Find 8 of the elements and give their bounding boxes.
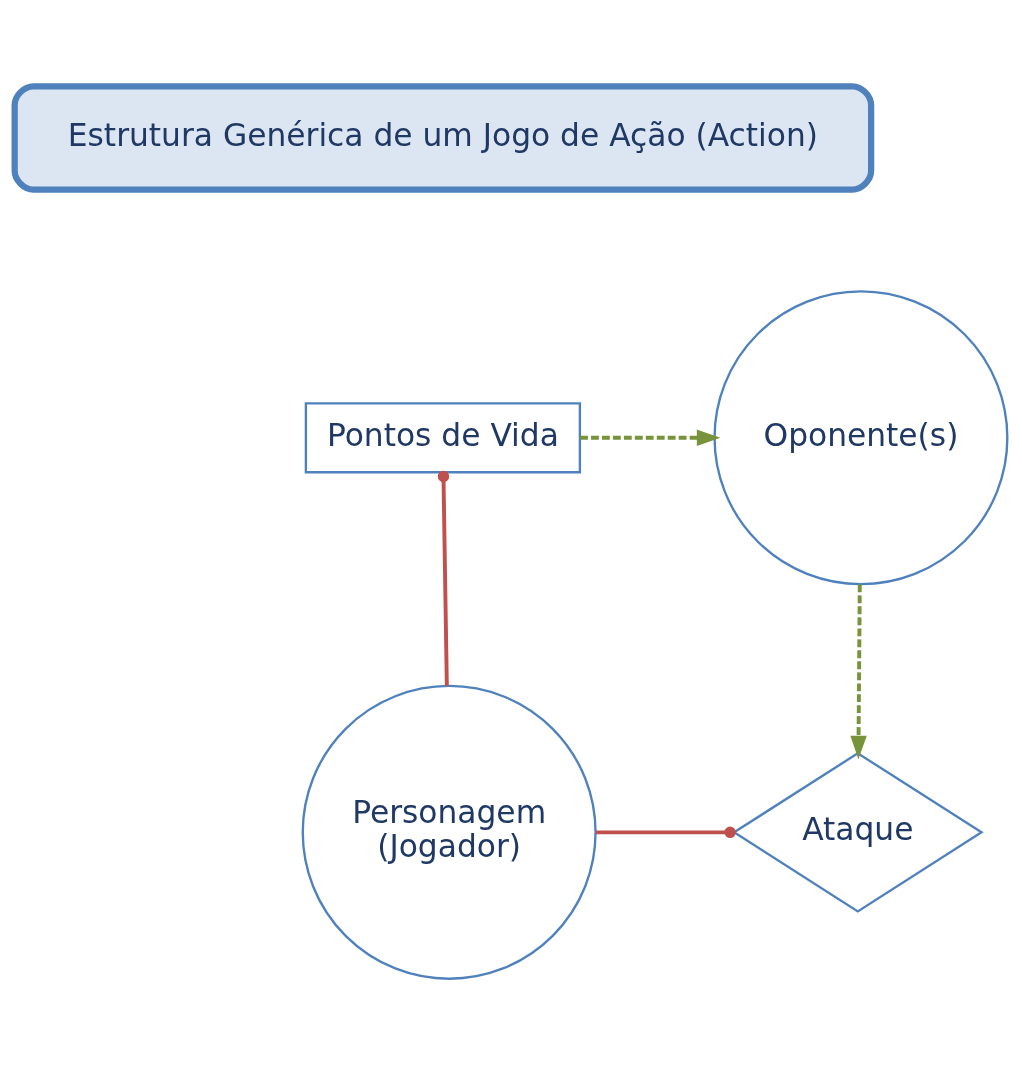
connector [437,470,450,686]
connector [595,826,736,839]
arrow [850,584,867,760]
arrow [580,429,721,446]
node-box: Pontos de Vida [304,402,582,474]
node-circle: Personagem (Jogador) [301,684,597,980]
node-box: Estrutura Genérica de um Jogo de Ação (Action) [11,83,875,193]
node-circle: Oponente(s) [713,290,1009,586]
